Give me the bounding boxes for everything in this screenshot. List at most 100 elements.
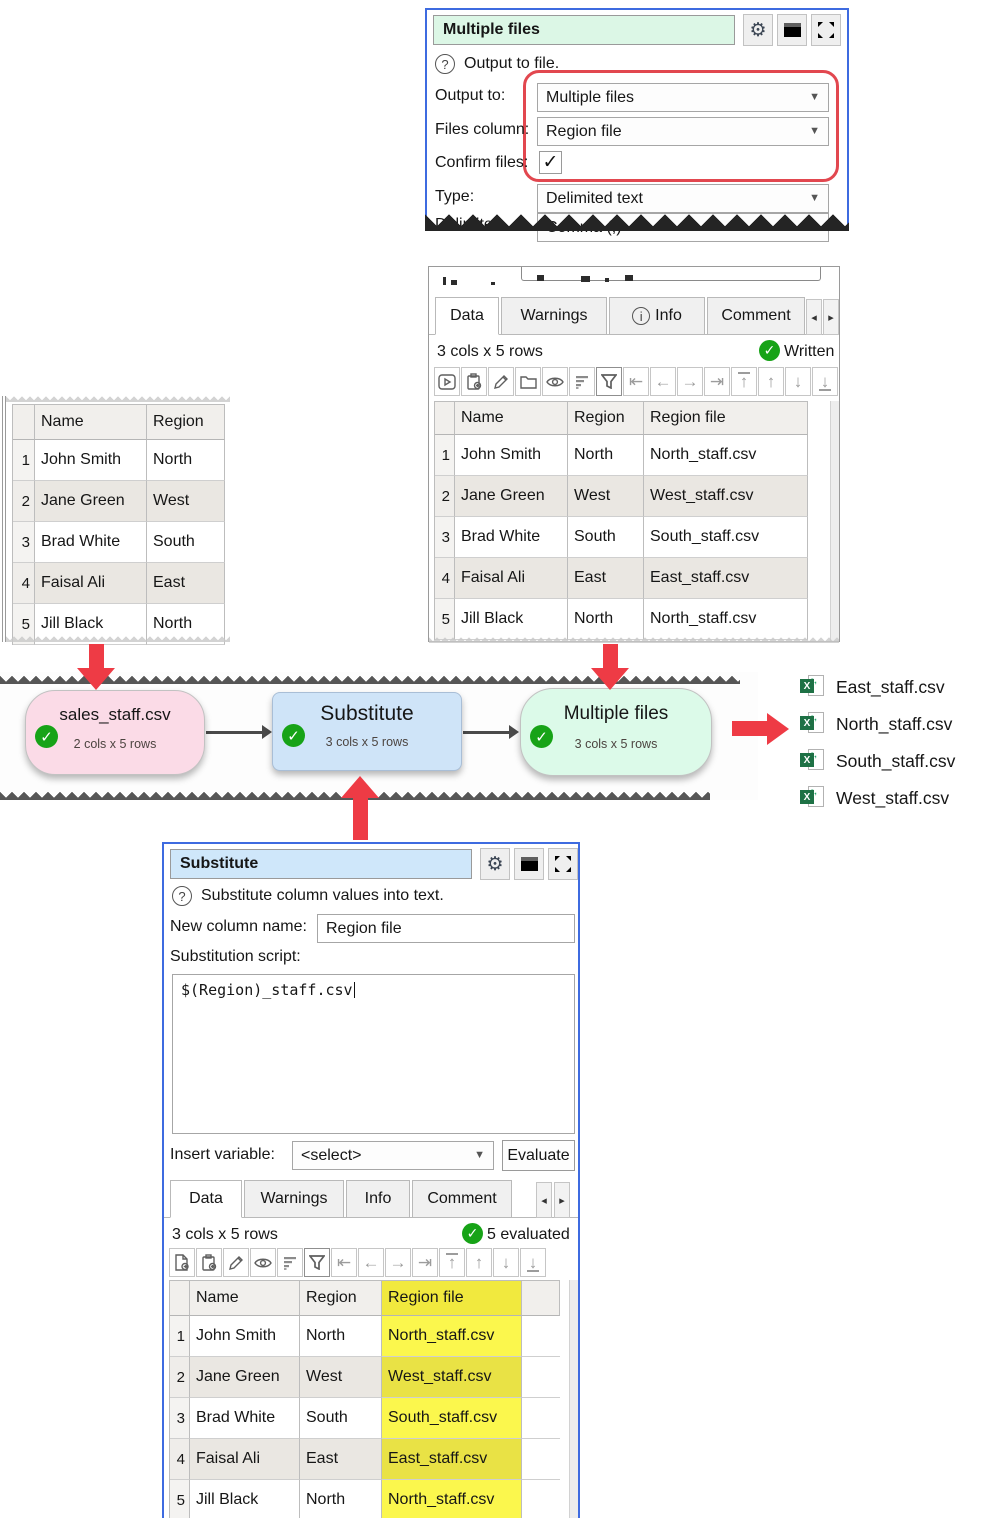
column-header[interactable]: Region xyxy=(300,1280,382,1316)
cell-region-file[interactable]: North_staff.csv xyxy=(644,599,808,640)
cell-region-file[interactable]: East_staff.csv xyxy=(644,558,808,599)
cell-name[interactable]: Brad White xyxy=(190,1398,300,1439)
cell-region-file-highlighted[interactable]: East_staff.csv xyxy=(382,1439,522,1480)
row-number[interactable]: 2 xyxy=(170,1357,190,1398)
table-view-button[interactable] xyxy=(514,848,544,880)
tab-comment[interactable]: Comment xyxy=(707,297,805,335)
preview-button[interactable] xyxy=(542,367,568,396)
cell-name[interactable]: Faisal Ali xyxy=(455,558,568,599)
cell-region[interactable]: East xyxy=(300,1439,382,1480)
tab-scroll-left-button[interactable]: ◂ xyxy=(536,1182,552,1218)
copy-button[interactable] xyxy=(196,1248,222,1277)
cell-name[interactable]: Jane Green xyxy=(455,476,568,517)
tab-data[interactable]: Data xyxy=(435,297,499,335)
options-button[interactable]: ⚙ xyxy=(743,14,773,46)
help-icon[interactable]: ? xyxy=(172,886,192,906)
script-textarea[interactable]: $(Region)_staff.csv xyxy=(172,974,575,1134)
cell-region-file-highlighted[interactable]: North_staff.csv xyxy=(382,1316,522,1357)
corner-cell[interactable] xyxy=(435,401,455,435)
previous-column-button[interactable]: ← xyxy=(358,1248,384,1277)
vertical-scrollbar[interactable] xyxy=(569,1280,578,1518)
row-number[interactable]: 3 xyxy=(13,522,35,563)
first-column-button[interactable]: ⇤ xyxy=(331,1248,357,1277)
column-header[interactable]: Region xyxy=(568,401,644,435)
flow-node-output[interactable]: ✓ Multiple files 3 cols x 5 rows xyxy=(520,688,712,776)
cell-name[interactable]: Faisal Ali xyxy=(35,563,147,604)
row-number[interactable]: 1 xyxy=(170,1316,190,1357)
copy-button[interactable] xyxy=(461,367,487,396)
cell-name[interactable]: Jane Green xyxy=(190,1357,300,1398)
first-column-button[interactable]: ⇤ xyxy=(623,367,649,396)
last-column-button[interactable]: ⇥ xyxy=(412,1248,438,1277)
cell-name[interactable]: John Smith xyxy=(190,1316,300,1357)
confirm-files-checkbox[interactable]: ✓ xyxy=(539,151,562,174)
cell-region-file-highlighted[interactable]: North_staff.csv xyxy=(382,1480,522,1518)
cell-region[interactable]: West xyxy=(147,481,225,522)
row-number[interactable]: 2 xyxy=(435,476,455,517)
cell-region-file[interactable]: West_staff.csv xyxy=(644,476,808,517)
tab-scroll-left-button[interactable]: ◂ xyxy=(806,299,822,335)
edit-button[interactable] xyxy=(488,367,514,396)
row-number[interactable]: 4 xyxy=(435,558,455,599)
tab-data[interactable]: Data xyxy=(170,1180,242,1218)
corner-cell[interactable] xyxy=(170,1280,190,1316)
insert-variable-dropdown[interactable]: <select> ▼ xyxy=(292,1141,494,1170)
tab-scroll-right-button[interactable]: ▸ xyxy=(823,299,839,335)
expand-button[interactable] xyxy=(811,14,841,46)
next-row-button[interactable]: ↓ xyxy=(493,1248,519,1277)
next-column-button[interactable]: → xyxy=(385,1248,411,1277)
tab-scroll-right-button[interactable]: ▸ xyxy=(554,1182,570,1218)
column-header-highlighted[interactable]: Region file xyxy=(382,1280,522,1316)
sort-button[interactable] xyxy=(277,1248,303,1277)
next-row-button[interactable]: ↓ xyxy=(785,367,811,396)
tab-warnings[interactable]: Warnings xyxy=(244,1180,344,1218)
row-number[interactable]: 1 xyxy=(435,435,455,476)
help-icon[interactable]: ? xyxy=(435,54,455,74)
cell-region-file[interactable]: South_staff.csv xyxy=(644,517,808,558)
cell-region[interactable]: East xyxy=(568,558,644,599)
tab-comment[interactable]: Comment xyxy=(412,1180,512,1218)
row-number[interactable]: 4 xyxy=(170,1439,190,1480)
last-row-button[interactable]: ↓ xyxy=(520,1248,546,1277)
preview-button[interactable] xyxy=(250,1248,276,1277)
first-row-button[interactable]: ↑ xyxy=(731,367,757,396)
column-header[interactable]: Name xyxy=(35,404,147,440)
cell-region-file[interactable]: North_staff.csv xyxy=(644,435,808,476)
row-number[interactable]: 1 xyxy=(13,440,35,481)
tab-info[interactable]: Info xyxy=(346,1180,410,1218)
next-column-button[interactable]: → xyxy=(677,367,703,396)
cell-region[interactable]: West xyxy=(568,476,644,517)
run-button[interactable] xyxy=(434,367,460,396)
previous-row-button[interactable]: ↑ xyxy=(758,367,784,396)
cell-region[interactable]: North xyxy=(568,435,644,476)
cell-name[interactable]: Brad White xyxy=(455,517,568,558)
evaluate-button[interactable]: Evaluate xyxy=(502,1140,575,1171)
cell-region[interactable]: North xyxy=(300,1480,382,1518)
files-column-dropdown[interactable]: Region file ▼ xyxy=(537,117,829,146)
cell-region[interactable]: West xyxy=(300,1357,382,1398)
cell-region[interactable]: North xyxy=(300,1316,382,1357)
column-header[interactable]: Name xyxy=(455,401,568,435)
cell-name[interactable]: Brad White xyxy=(35,522,147,563)
flow-node-substitute[interactable]: ✓ Substitute 3 cols x 5 rows xyxy=(272,692,462,771)
tab-info[interactable]: i Info xyxy=(609,297,705,335)
table-view-button[interactable] xyxy=(777,14,807,46)
edit-button[interactable] xyxy=(223,1248,249,1277)
column-header[interactable]: Name xyxy=(190,1280,300,1316)
previous-column-button[interactable]: ← xyxy=(650,367,676,396)
sort-button[interactable] xyxy=(569,367,595,396)
cell-name[interactable]: Faisal Ali xyxy=(190,1439,300,1480)
row-number[interactable]: 4 xyxy=(13,563,35,604)
filter-button[interactable] xyxy=(304,1248,330,1277)
cell-name[interactable]: John Smith xyxy=(35,440,147,481)
cell-name[interactable]: Jane Green xyxy=(35,481,147,522)
row-number[interactable]: 2 xyxy=(13,481,35,522)
filter-button[interactable] xyxy=(596,367,622,396)
cell-region-file-highlighted[interactable]: South_staff.csv xyxy=(382,1398,522,1439)
options-button[interactable]: ⚙ xyxy=(480,848,510,880)
cell-region[interactable]: North xyxy=(147,440,225,481)
cell-name[interactable]: Jill Black xyxy=(455,599,568,640)
column-header[interactable]: Region xyxy=(147,404,225,440)
vertical-scrollbar[interactable] xyxy=(830,401,839,641)
open-folder-button[interactable] xyxy=(515,367,541,396)
